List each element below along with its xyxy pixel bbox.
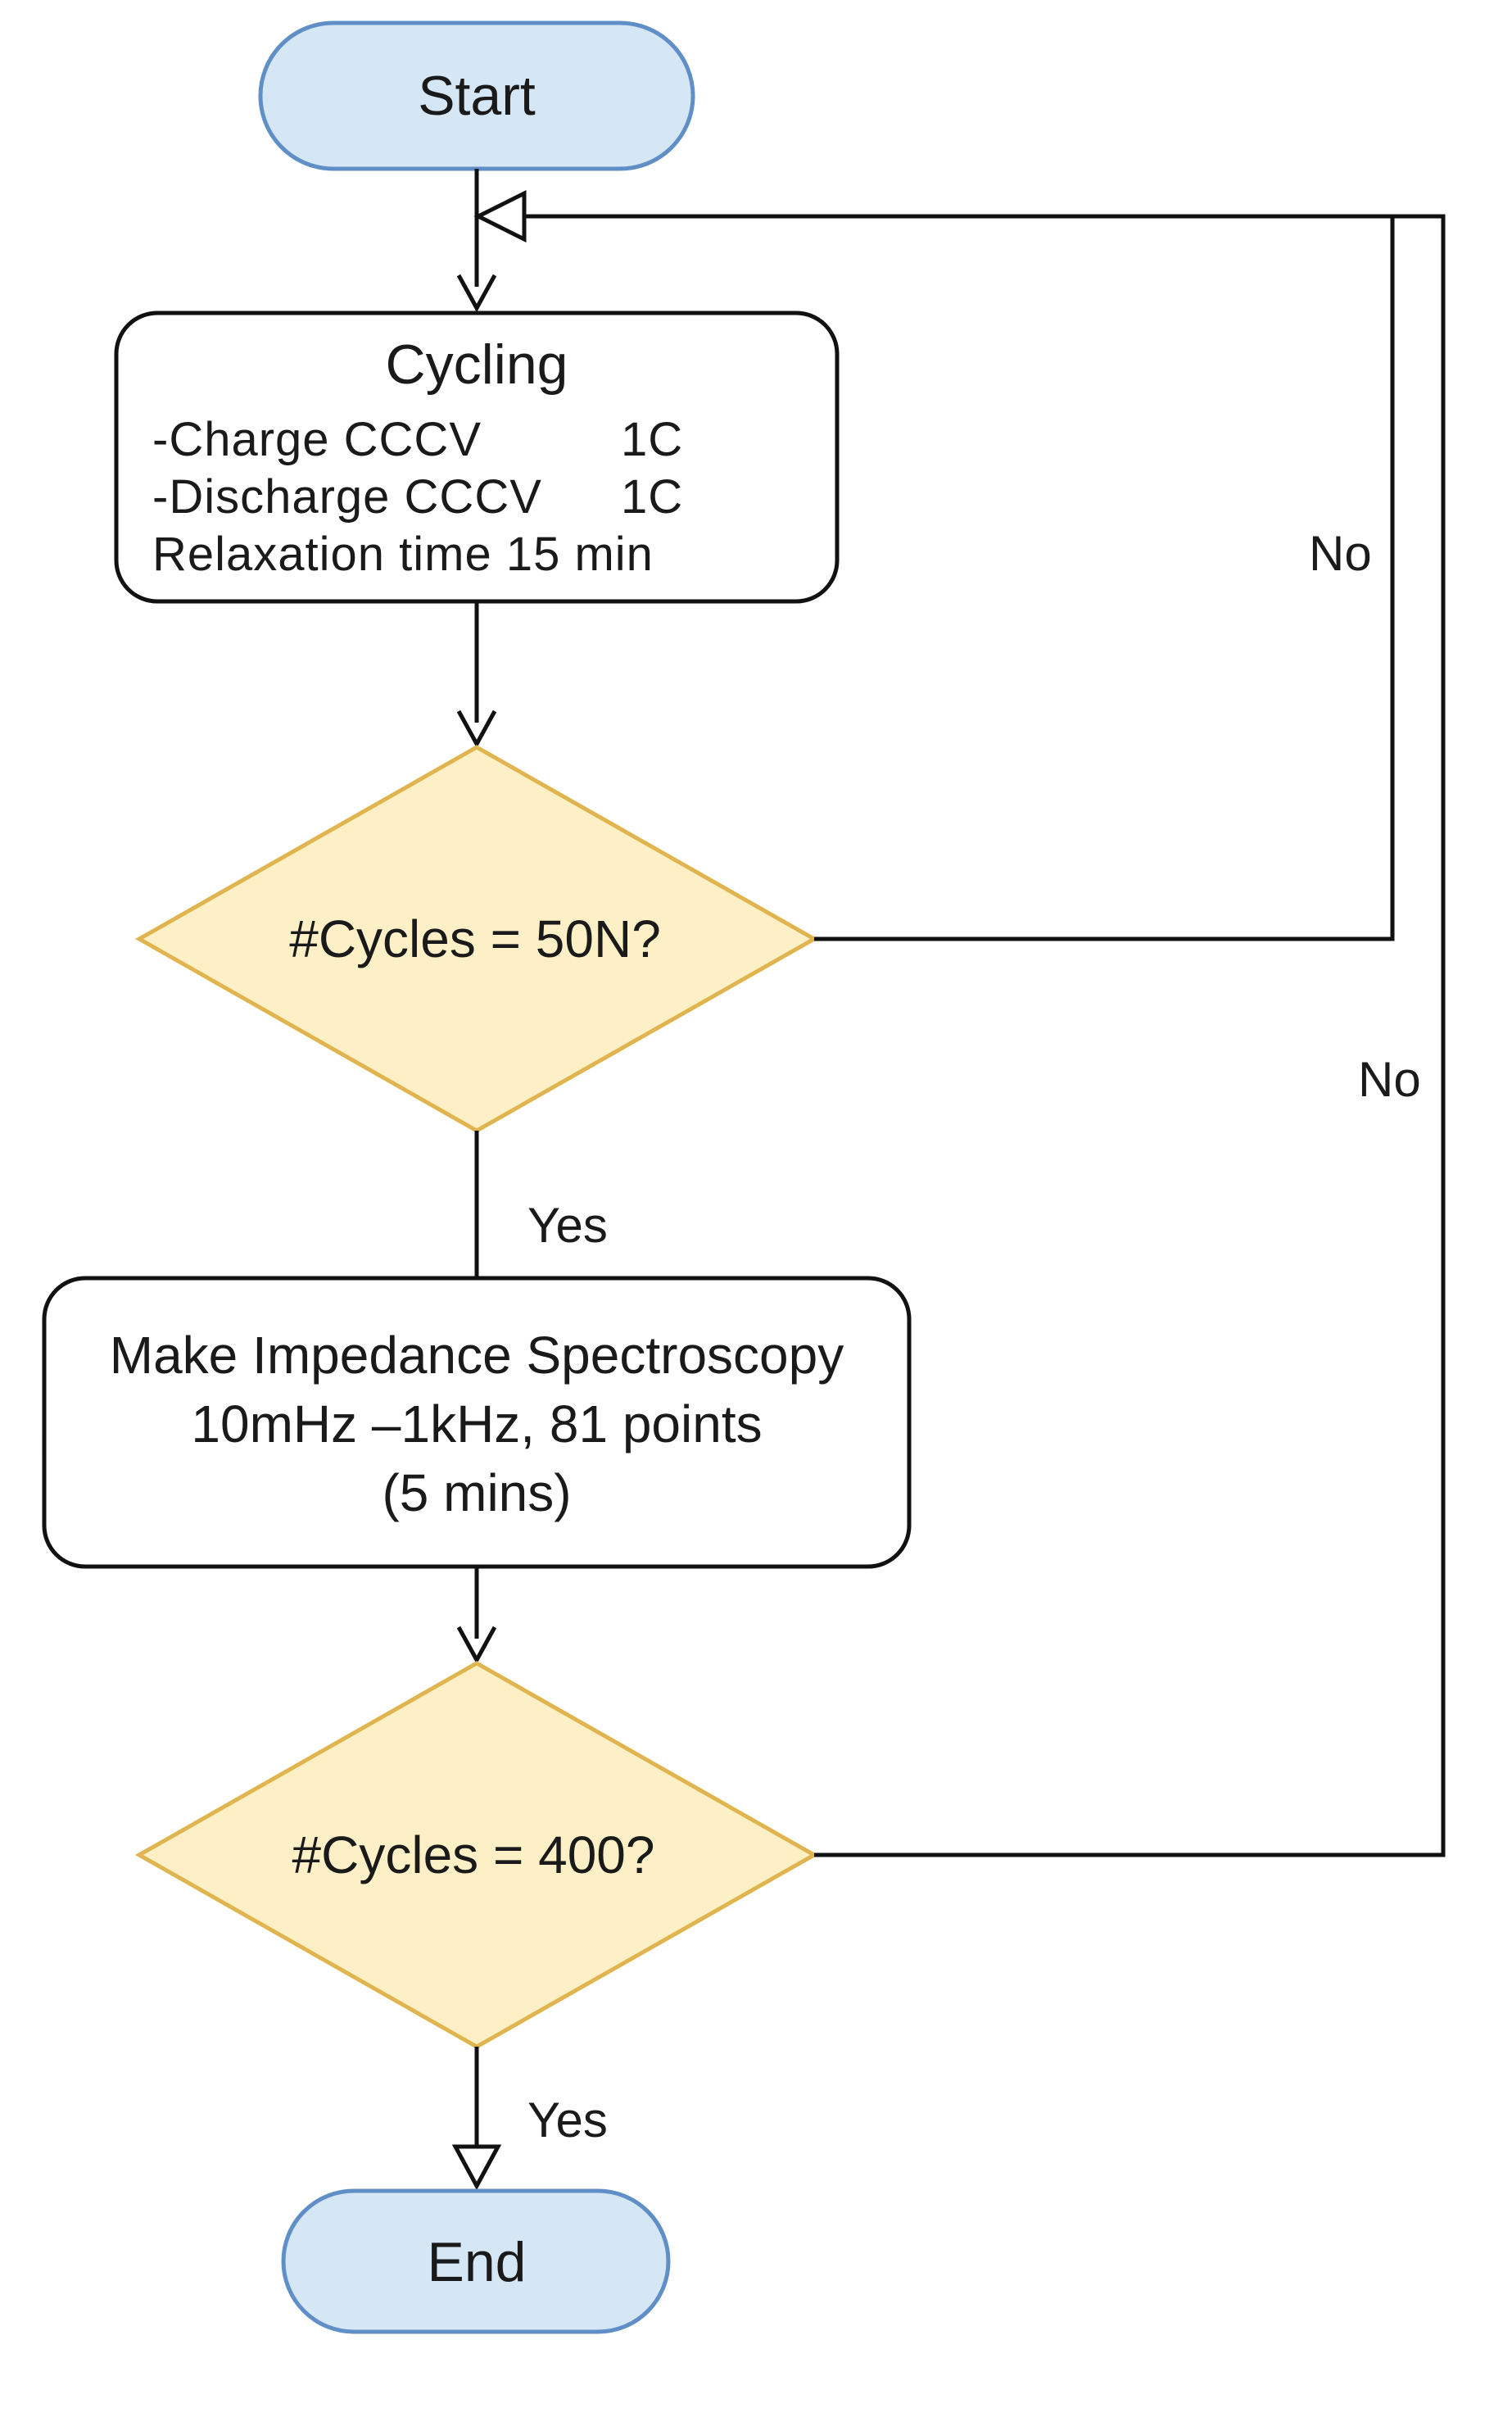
decision-cycles-400: #Cycles = 400?	[134, 1661, 819, 2049]
decision-50n-label: #Cycles = 50N?	[289, 909, 661, 968]
end-label: End	[428, 2231, 527, 2293]
arrow-impedance-to-decision	[456, 1567, 497, 1665]
cycling-process-box: Cycling -Charge CCCV 1C -Discharge CCCV …	[114, 311, 840, 604]
edge-no-loop-50n: No	[524, 214, 1395, 941]
edge-yes-to-end: Yes	[451, 2047, 608, 2191]
impedance-process-box: Make Impedance Spectroscopy 10mHz –1kHz,…	[42, 1276, 912, 1569]
loop-merge-arrowhead	[473, 189, 527, 243]
cycling-title: Cycling	[386, 333, 568, 396]
arrow-start-to-cycling	[456, 169, 497, 313]
cycling-charge-step: -Charge CCCV	[152, 413, 482, 466]
end-node: End	[281, 2188, 671, 2334]
cycling-charge-rate: 1C	[621, 413, 683, 466]
edge-yes-to-impedance: Yes	[474, 1131, 608, 1278]
start-node: Start	[258, 20, 695, 171]
impedance-title: Make Impedance Spectroscopy	[110, 1326, 844, 1385]
cycling-discharge-rate: 1C	[621, 470, 683, 524]
edge-no-loop-400: No	[814, 214, 1446, 1857]
edge-label-no-inner: No	[1309, 526, 1372, 581]
start-label: Start	[418, 65, 536, 127]
impedance-duration: (5 mins)	[382, 1463, 571, 1522]
edge-label-yes-first: Yes	[527, 1198, 608, 1253]
decision-400-label: #Cycles = 400?	[292, 1825, 655, 1884]
decision-cycles-50n: #Cycles = 50N?	[134, 745, 819, 1133]
arrow-cycling-to-decision	[456, 601, 497, 749]
cycling-discharge-step: -Discharge CCCV	[152, 470, 542, 524]
edge-label-yes-second: Yes	[527, 2093, 608, 2147]
impedance-frequency-range: 10mHz –1kHz, 81 points	[191, 1394, 762, 1453]
edge-label-no-outer: No	[1358, 1052, 1421, 1107]
cycling-relaxation-time: Relaxation time 15 min	[152, 528, 654, 581]
